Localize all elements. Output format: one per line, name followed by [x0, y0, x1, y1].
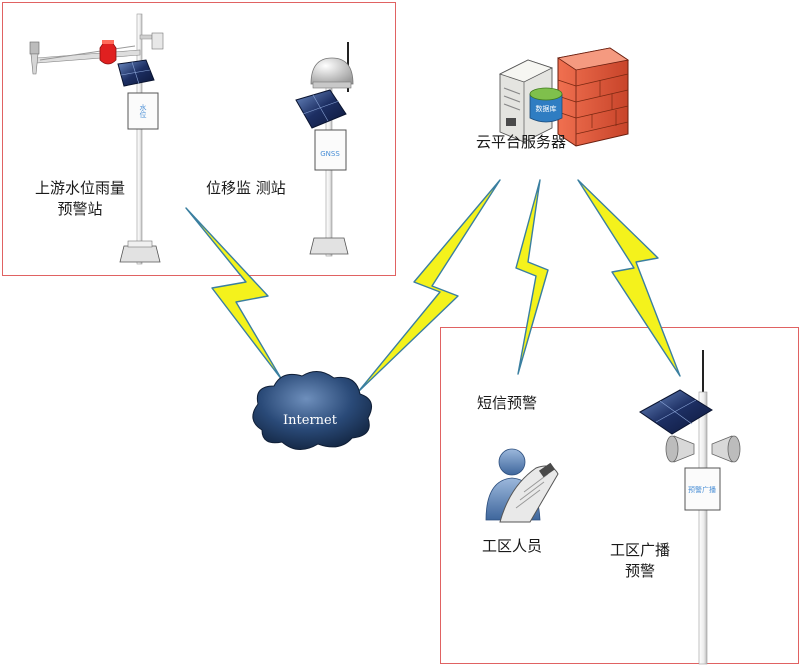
- gnss-text: GNSS: [320, 150, 340, 158]
- personnel-phone-icon: [485, 448, 559, 523]
- rain-station-label-line2: 预警站: [57, 200, 103, 218]
- broadcast-alert-label: 工区广播 预警: [602, 540, 678, 582]
- displacement-monitoring-station: GNSS: [295, 42, 354, 257]
- internet-label: Internet: [283, 413, 338, 428]
- rain-station-label: 上游水位雨量 预警站: [22, 178, 138, 220]
- lightning-links: [185, 179, 681, 393]
- broadcast-label-line2: 预警: [624, 562, 655, 580]
- database-text: 数据库: [536, 104, 557, 113]
- displacement-station-label: 位移监 测站: [206, 179, 286, 197]
- sms-alert-label: 短信预警: [477, 394, 538, 412]
- personnel-label: 工区人员: [482, 537, 543, 555]
- broadcast-box-text: 预警广播: [688, 485, 716, 494]
- cloud-server-group: 数据库: [498, 47, 630, 147]
- monitoring-stations-group: [2, 2, 396, 276]
- rain-station-label-line1: 上游水位雨量: [34, 179, 125, 197]
- cloud-server-label: 云平台服务器: [476, 133, 567, 151]
- rain-water-level-station: 水位: [29, 13, 164, 265]
- rain-box-text: 水位: [139, 103, 147, 118]
- firewall-icon: [556, 47, 630, 147]
- link-stations-internet: [185, 207, 283, 381]
- link-cloud-sms: [515, 179, 549, 375]
- alert-receivers-group: [440, 327, 799, 664]
- database-icon: 数据库: [529, 87, 563, 123]
- broadcast-station: 预警广播: [639, 350, 741, 665]
- internet-cloud-icon: Internet: [252, 371, 373, 450]
- broadcast-label-line1: 工区广播: [609, 541, 670, 559]
- link-internet-cloud: [357, 179, 501, 393]
- link-cloud-broadcast: [577, 179, 681, 377]
